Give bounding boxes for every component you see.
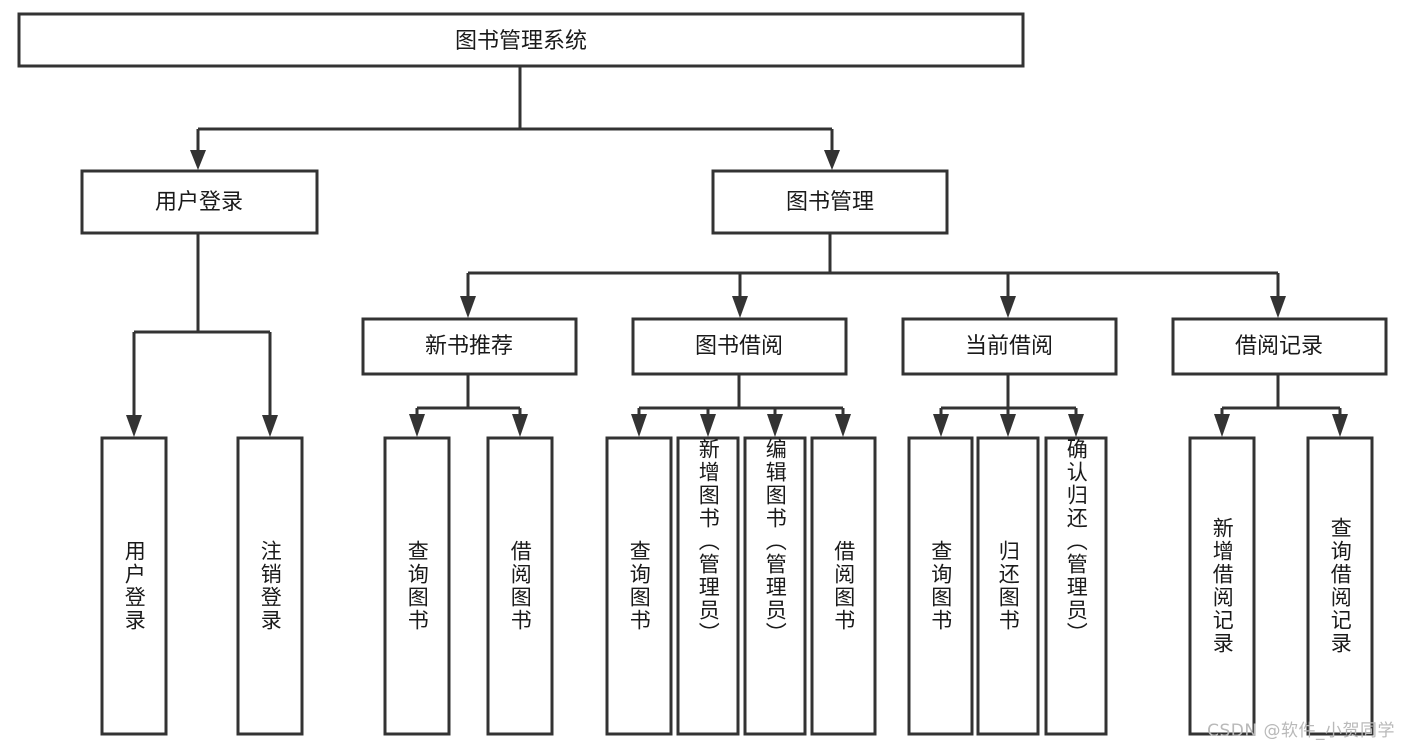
leaf-box[interactable] [236, 436, 304, 736]
leaf-box[interactable] [605, 436, 673, 736]
leaf-box[interactable] [383, 436, 451, 736]
connector-root-to-level2 [190, 66, 840, 170]
arrow-head-icon [1000, 414, 1016, 437]
arrow-head-icon [190, 150, 206, 170]
node-current-borrow[interactable]: 当前借阅 [901, 317, 1118, 376]
leaf-box[interactable] [907, 436, 974, 736]
arrow-head-icon [126, 415, 142, 437]
csdn-watermark: CSDN @软件_小贺同学 [1207, 721, 1395, 741]
arrow-head-icon [1068, 414, 1084, 437]
arrow-head-icon [1214, 414, 1230, 437]
connector-userlogin-to-leaves [126, 233, 278, 437]
node-book-borrow-label: 图书借阅 [695, 334, 783, 359]
node-user-login-label: 用户登录 [155, 190, 243, 215]
leaf-box[interactable] [676, 436, 740, 736]
connector-bookborrow-to-leaves [631, 375, 851, 437]
arrow-head-icon [460, 296, 476, 318]
arrow-head-icon [700, 414, 716, 437]
connector-borrowrecord-to-leaves [1214, 375, 1348, 437]
leaf-box[interactable] [1306, 436, 1374, 736]
arrow-head-icon [767, 414, 783, 437]
arrow-head-icon [732, 296, 748, 318]
arrow-head-icon [1270, 296, 1286, 318]
connector-currentborrow-to-leaves [933, 375, 1084, 437]
connector-bookmgmt-to-level3 [460, 233, 1286, 318]
leaf-box[interactable] [1044, 436, 1108, 736]
arrow-head-icon [1000, 296, 1016, 318]
arrow-head-icon [824, 150, 840, 170]
leaf-box[interactable] [1188, 436, 1256, 736]
leaf-box[interactable] [810, 436, 877, 736]
leaf-box[interactable] [743, 436, 807, 736]
connector-newbook-to-leaves [409, 375, 528, 437]
node-book-management-label: 图书管理 [786, 190, 874, 215]
node-new-book-recommend-label: 新书推荐 [425, 334, 513, 359]
leaf-box[interactable] [976, 436, 1040, 736]
arrow-head-icon [631, 414, 647, 437]
leaf-box[interactable] [100, 436, 168, 736]
node-user-login[interactable]: 用户登录 [80, 169, 319, 235]
node-root-book-management-system[interactable]: 图书管理系统 [17, 12, 1025, 68]
arrow-head-icon [512, 414, 528, 437]
arrow-head-icon [409, 414, 425, 437]
arrow-head-icon [835, 414, 851, 437]
node-root-label: 图书管理系统 [455, 29, 587, 54]
arrow-head-icon [933, 414, 949, 437]
leaf-box[interactable] [486, 436, 554, 736]
node-current-borrow-label: 当前借阅 [965, 334, 1053, 359]
node-new-book-recommend[interactable]: 新书推荐 [361, 317, 578, 376]
arrow-head-icon [262, 415, 278, 437]
node-book-management[interactable]: 图书管理 [711, 169, 949, 235]
node-borrow-record[interactable]: 借阅记录 [1171, 317, 1388, 376]
node-borrow-record-label: 借阅记录 [1235, 334, 1323, 359]
node-book-borrow[interactable]: 图书借阅 [631, 317, 848, 376]
arrow-head-icon [1332, 414, 1348, 437]
